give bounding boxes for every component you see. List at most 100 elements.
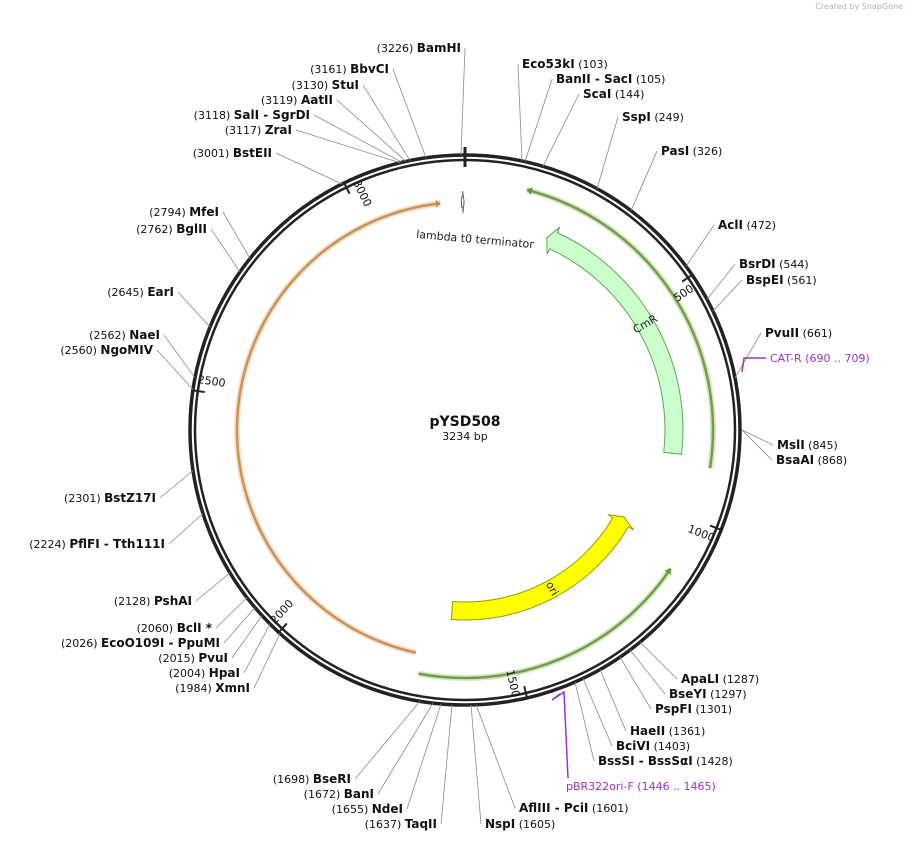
site-position: (2762) [136, 223, 176, 236]
site-label[interactable]: (1637) TaqII [365, 817, 437, 831]
site-label[interactable]: (2015) PvuI [158, 651, 228, 665]
site-name: BstEII [233, 146, 272, 160]
site-position: (2560) [60, 344, 100, 357]
site-leader-line [629, 649, 666, 695]
site-leader-line [582, 678, 613, 747]
site-position: (3119) [261, 94, 301, 107]
site-leader-line [574, 681, 595, 762]
site-name: MfeI [189, 205, 219, 219]
site-label[interactable]: (2645) EarI [107, 285, 174, 299]
site-label[interactable]: PasI (326) [661, 144, 722, 158]
primer-label[interactable]: CAT-R (690 .. 709) [770, 352, 870, 365]
site-label[interactable]: (2060) BclI * [137, 621, 213, 635]
site-leader-line [275, 152, 343, 185]
site-label[interactable]: BciVI (1403) [616, 739, 690, 753]
site-label[interactable]: NspI (1605) [485, 817, 555, 831]
site-name: MslI [777, 438, 805, 452]
site-label[interactable]: (2224) PflFI - Tth111I [29, 537, 165, 551]
orf-arrowhead [435, 199, 441, 208]
feature-arrow[interactable] [460, 190, 465, 214]
site-leader-line [619, 656, 652, 710]
site-label[interactable]: (3118) SalI - SgrDI [194, 108, 310, 122]
site-label[interactable]: (2026) EcoO109I - PpuMI [61, 636, 220, 650]
site-leader-line [243, 623, 271, 674]
site-position: (2128) [114, 595, 154, 608]
site-label-layer: (3226) BamHI(3161) BbvCI(3130) StuI(3119… [29, 41, 847, 831]
site-position: (561) [784, 274, 817, 287]
site-label[interactable]: (2004) HpaI [169, 666, 240, 680]
primer-label[interactable]: pBR322ori-F (1446 .. 1465) [566, 780, 716, 793]
site-label[interactable]: BspEI (561) [746, 273, 817, 287]
orf-arc [526, 188, 715, 469]
site-label[interactable]: PspFI (1301) [655, 702, 732, 716]
site-label[interactable]: (2301) BstZ17I [64, 491, 156, 505]
site-label[interactable]: (2562) NaeI [89, 328, 160, 342]
primer-range: (690 .. 709) [802, 352, 870, 365]
site-label[interactable]: (1984) XmnI [175, 681, 250, 695]
site-label[interactable]: (2794) MfeI [149, 205, 219, 219]
site-leader-line [406, 703, 442, 810]
site-label[interactable]: (3130) StuI [292, 78, 359, 92]
site-name: BamHI [417, 41, 461, 55]
site-position: (144) [611, 88, 644, 101]
orf-arc [418, 568, 672, 680]
site-label[interactable]: (1655) NdeI [332, 802, 403, 816]
orf-layer [234, 186, 716, 681]
feature-arrow[interactable] [546, 226, 684, 455]
site-label[interactable]: SspI (249) [622, 110, 684, 124]
site-leader-line [253, 633, 281, 689]
site-leader-line [542, 93, 580, 167]
site-position: (1301) [692, 703, 732, 716]
site-name: SspI [622, 110, 651, 124]
site-label[interactable]: ScaI (144) [583, 87, 644, 101]
site-label[interactable]: (2560) NgoMIV [60, 343, 153, 357]
site-position: (1984) [175, 682, 215, 695]
site-leader-line [354, 701, 421, 780]
site-label[interactable]: AflIII - PciI (1601) [519, 801, 628, 815]
site-label[interactable]: BanII - SacI (105) [556, 72, 665, 86]
site-name: ZraI [265, 123, 292, 137]
site-leader-line [741, 429, 773, 461]
site-name: PvuII [765, 326, 799, 340]
site-position: (1655) [332, 803, 372, 816]
site-label[interactable]: BseYI (1297) [669, 687, 747, 701]
credit-prefix: Created by [815, 2, 860, 11]
site-label[interactable]: ApaLI (1287) [681, 672, 759, 686]
site-label[interactable]: (1672) BanI [304, 787, 374, 801]
site-label[interactable]: AclI (472) [718, 218, 776, 232]
site-label[interactable]: (3117) ZraI [225, 123, 292, 137]
site-label[interactable]: (2762) BglII [136, 222, 207, 236]
site-position: (2004) [169, 667, 209, 680]
site-label[interactable]: (2128) PshAI [114, 594, 192, 608]
site-label[interactable]: Eco53kI (103) [522, 57, 608, 71]
site-name: BspEI [746, 273, 784, 287]
primer-marker [741, 357, 766, 373]
site-position: (3118) [194, 109, 234, 122]
primer-range: (1446 .. 1465) [634, 780, 716, 793]
site-label[interactable]: (3226) BamHI [377, 41, 461, 55]
site-name: Eco53kI [522, 57, 575, 71]
site-name: NdeI [372, 802, 403, 816]
site-label[interactable]: (3161) BbvCI [310, 62, 389, 76]
site-label[interactable]: PvuII (661) [765, 326, 832, 340]
site-name: TaqII [405, 817, 437, 831]
site-label[interactable]: (3001) BstEII [193, 146, 272, 160]
site-label[interactable]: (1698) BseRI [273, 772, 351, 786]
site-name: BbvCI [350, 62, 389, 76]
site-leader-line [295, 129, 401, 164]
site-label[interactable]: (3119) AatII [261, 93, 333, 107]
site-name-secondary: - SgrDI [259, 108, 310, 122]
site-leader-line [313, 114, 403, 163]
feature-arrow[interactable] [450, 514, 634, 621]
orf-arrowhead [526, 187, 533, 195]
credit-text: Created by SnapGene [815, 2, 903, 11]
site-label[interactable]: BssSI - BssSαI (1428) [598, 754, 733, 768]
site-label[interactable]: BsaAI (868) [776, 453, 847, 467]
site-name: PvuI [198, 651, 228, 665]
site-label[interactable]: HaeII (1361) [630, 724, 705, 738]
site-leader-line [215, 597, 248, 629]
site-label[interactable]: MslI (845) [777, 438, 838, 452]
site-label[interactable]: BsrDI (544) [739, 257, 809, 271]
site-position: (3226) [377, 42, 417, 55]
site-name: BssSI [598, 754, 635, 768]
